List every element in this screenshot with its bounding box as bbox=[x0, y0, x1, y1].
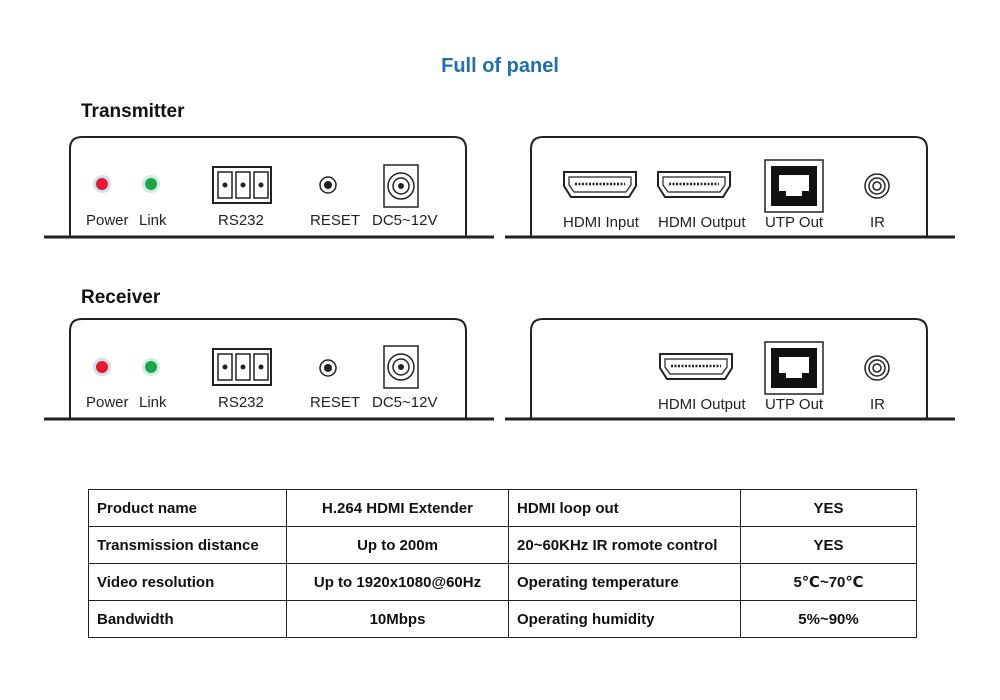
dc-jack-icon bbox=[383, 164, 419, 208]
rs232-label: RS232 bbox=[218, 394, 264, 411]
power-led-icon bbox=[93, 175, 111, 193]
utp-out-label: UTP Out bbox=[765, 214, 824, 231]
spec-cell: Up to 1920x1080@60Hz bbox=[286, 563, 509, 601]
spec-cell: Operating humidity bbox=[508, 600, 741, 638]
link-led-icon bbox=[142, 358, 160, 376]
spec-cell: Up to 200m bbox=[286, 526, 509, 564]
link-label: Link bbox=[139, 212, 167, 229]
rs232-connector-icon bbox=[212, 348, 272, 386]
spec-cell: H.264 HDMI Extender bbox=[286, 489, 509, 527]
ir-label: IR bbox=[870, 396, 885, 413]
spec-cell: Transmission distance bbox=[88, 526, 287, 564]
spec-cell: 5℃~70℃ bbox=[740, 563, 917, 601]
dc-jack-icon bbox=[383, 345, 419, 389]
receiver-label: Receiver bbox=[81, 287, 161, 308]
dc-label: DC5~12V bbox=[372, 212, 437, 229]
transmitter-front-panel: Power Link RS232 RESET DC5~12V bbox=[44, 135, 494, 241]
table-row: Video resolution Up to 1920x1080@60Hz Op… bbox=[88, 563, 917, 601]
spec-cell: Operating temperature bbox=[508, 563, 741, 601]
spec-cell: YES bbox=[740, 489, 917, 527]
spec-cell: HDMI loop out bbox=[508, 489, 741, 527]
spec-cell: Bandwidth bbox=[88, 600, 287, 638]
reset-button-icon bbox=[319, 176, 337, 194]
spec-cell: 5%~90% bbox=[740, 600, 917, 638]
rj45-port-icon bbox=[764, 341, 824, 395]
ir-jack-icon bbox=[864, 173, 890, 199]
reset-button-icon bbox=[319, 359, 337, 377]
ir-label: IR bbox=[870, 214, 885, 231]
table-row: Transmission distance Up to 200m 20~60KH… bbox=[88, 526, 917, 564]
hdmi-input-label: HDMI Input bbox=[563, 214, 640, 231]
dc-label: DC5~12V bbox=[372, 394, 437, 411]
hdmi-output-label: HDMI Output bbox=[658, 396, 746, 413]
link-led-icon bbox=[142, 175, 160, 193]
reset-label: RESET bbox=[310, 212, 360, 229]
reset-label: RESET bbox=[310, 394, 360, 411]
transmitter-back-panel: HDMI Input HDMI Output UTP Out IR bbox=[505, 135, 955, 241]
power-label: Power bbox=[86, 212, 129, 229]
hdmi-output-port-icon bbox=[659, 353, 733, 380]
rj45-port-icon bbox=[764, 159, 824, 213]
table-row: Product name H.264 HDMI Extender HDMI lo… bbox=[88, 489, 917, 527]
rs232-connector-icon bbox=[212, 166, 272, 204]
receiver-front-panel: Power Link RS232 RESET DC5~12V bbox=[44, 317, 494, 423]
link-label: Link bbox=[139, 394, 167, 411]
spec-cell: 20~60KHz IR romote control bbox=[508, 526, 741, 564]
spec-table: Product name H.264 HDMI Extender HDMI lo… bbox=[88, 489, 917, 638]
ir-jack-icon bbox=[864, 355, 890, 381]
table-row: Bandwidth 10Mbps Operating humidity 5%~9… bbox=[88, 600, 917, 638]
utp-out-label: UTP Out bbox=[765, 396, 824, 413]
spec-cell: YES bbox=[740, 526, 917, 564]
spec-cell: Video resolution bbox=[88, 563, 287, 601]
hdmi-output-label: HDMI Output bbox=[658, 214, 746, 231]
hdmi-output-port-icon bbox=[657, 171, 731, 198]
spec-cell: Product name bbox=[88, 489, 287, 527]
spec-cell: 10Mbps bbox=[286, 600, 509, 638]
power-label: Power bbox=[86, 394, 129, 411]
transmitter-label: Transmitter bbox=[81, 101, 185, 122]
rs232-label: RS232 bbox=[218, 212, 264, 229]
page-title: Full of panel bbox=[441, 55, 559, 77]
hdmi-input-port-icon bbox=[563, 171, 637, 198]
power-led-icon bbox=[93, 358, 111, 376]
receiver-back-panel: HDMI Output UTP Out IR bbox=[505, 317, 955, 423]
